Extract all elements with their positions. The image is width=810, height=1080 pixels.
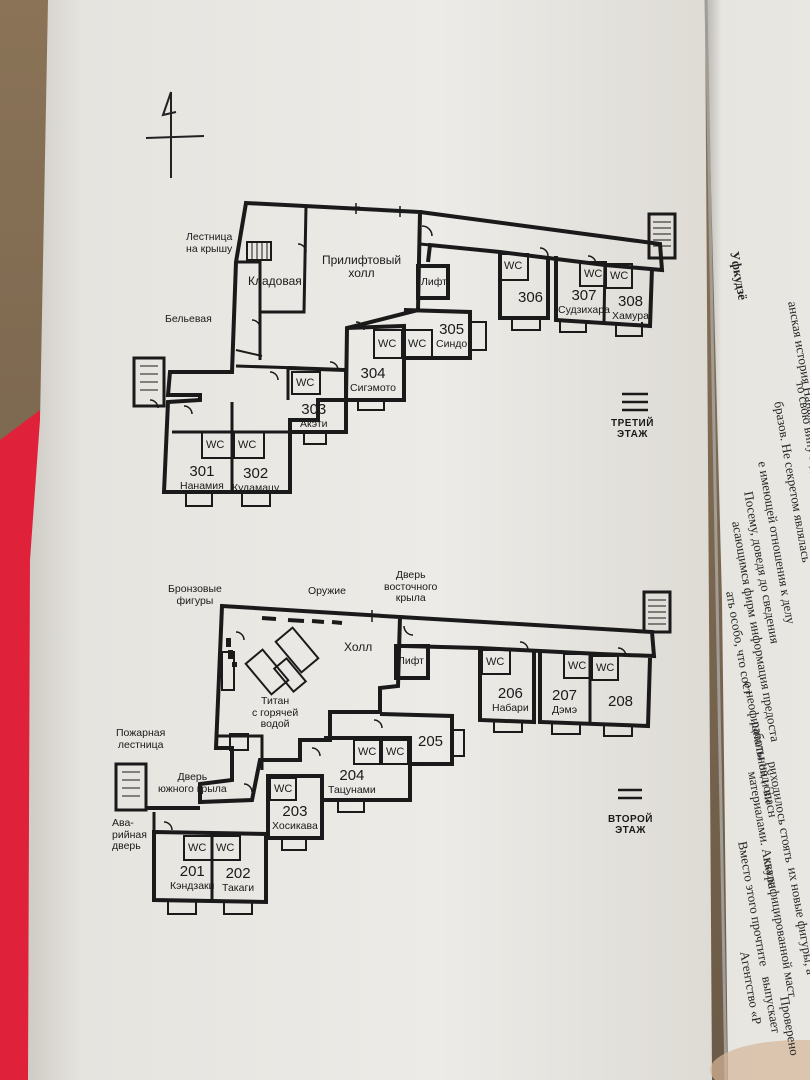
wc-label: WC xyxy=(486,656,505,668)
room-304: 304 Сигэмото xyxy=(350,365,396,394)
room-307: 307 Судзихара xyxy=(558,287,610,316)
room-301: 301 Нанамия xyxy=(180,463,224,492)
storage-label: Кладовая xyxy=(248,274,302,288)
room-306: 306 xyxy=(518,289,544,306)
second-floor-title: ВТОРОЙ ЭТАЖ xyxy=(608,814,653,836)
emergency-door-label: Ава- рийная дверь xyxy=(112,817,147,853)
room-302: 302 Кудамацу xyxy=(232,465,280,494)
third-floor-plan xyxy=(132,200,677,507)
third-floor-title: ТРЕТИЙ ЭТАЖ xyxy=(611,418,654,440)
weapons-label: Оружие xyxy=(308,585,346,597)
room-305: 305 Синдо xyxy=(436,321,468,350)
wc-label: WC xyxy=(386,746,405,758)
linen-room-label: Бельевая xyxy=(165,313,212,325)
wc-label: WC xyxy=(610,270,629,282)
finger xyxy=(710,1040,810,1080)
bronze-figures-label: Бронзовые фигуры xyxy=(168,583,222,607)
wc-label: WC xyxy=(206,439,225,451)
second-elevator-label: Лифт xyxy=(398,655,424,667)
east-door-label: Дверь восточного крыла xyxy=(384,569,438,605)
elevator-hall-label: Прилифтовый холл xyxy=(322,253,402,281)
south-door-label: Дверь южного крыла xyxy=(158,771,227,795)
second-floor-symbol-icon xyxy=(618,788,642,800)
room-303: 303 Акэти xyxy=(300,401,328,430)
fire-stairs-label: Пожарная лестница xyxy=(116,727,166,751)
wc-label: WC xyxy=(408,338,427,350)
room-205: 205 xyxy=(418,733,444,750)
room-206: 206 Набари xyxy=(492,685,529,714)
room-207: 207 Дэмэ xyxy=(552,687,578,716)
right-page xyxy=(706,0,810,1080)
wc-label: WC xyxy=(358,746,377,758)
wc-label: WC xyxy=(296,377,315,389)
bronze-figures-icon xyxy=(226,638,237,667)
wc-label: WC xyxy=(504,260,523,272)
third-elevator-label: Лифт xyxy=(421,276,447,288)
room-201: 201 Кэндзаки xyxy=(170,863,215,892)
third-floor-symbol-icon xyxy=(622,392,648,412)
room-202: 202 Такаги xyxy=(222,865,255,894)
weapons-icon xyxy=(261,616,343,625)
wc-label: WC xyxy=(188,842,207,854)
wc-label: WC xyxy=(596,662,615,674)
north-arrow-icon xyxy=(145,91,205,178)
second-floor-plan xyxy=(114,590,672,915)
roof-stairs-label: Лестница на крышу xyxy=(186,231,233,255)
wc-label: WC xyxy=(378,338,397,350)
room-203: 203 Хосикава xyxy=(272,803,318,832)
wc-label: WC xyxy=(584,268,603,280)
book-gutter xyxy=(704,0,728,1080)
wc-label: WC xyxy=(568,660,587,672)
hall-label: Холл xyxy=(344,640,373,654)
room-204: 204 Тацунами xyxy=(328,767,376,796)
wc-label: WC xyxy=(238,439,257,451)
room-308: 308 Хамура xyxy=(612,293,649,322)
wc-label: WC xyxy=(216,842,235,854)
wc-label: WC xyxy=(274,783,293,795)
room-208: 208 xyxy=(608,693,634,710)
facing-page-line: Уфкудзё xyxy=(727,250,751,302)
titan-label: Титан с горячей водой xyxy=(252,695,299,731)
